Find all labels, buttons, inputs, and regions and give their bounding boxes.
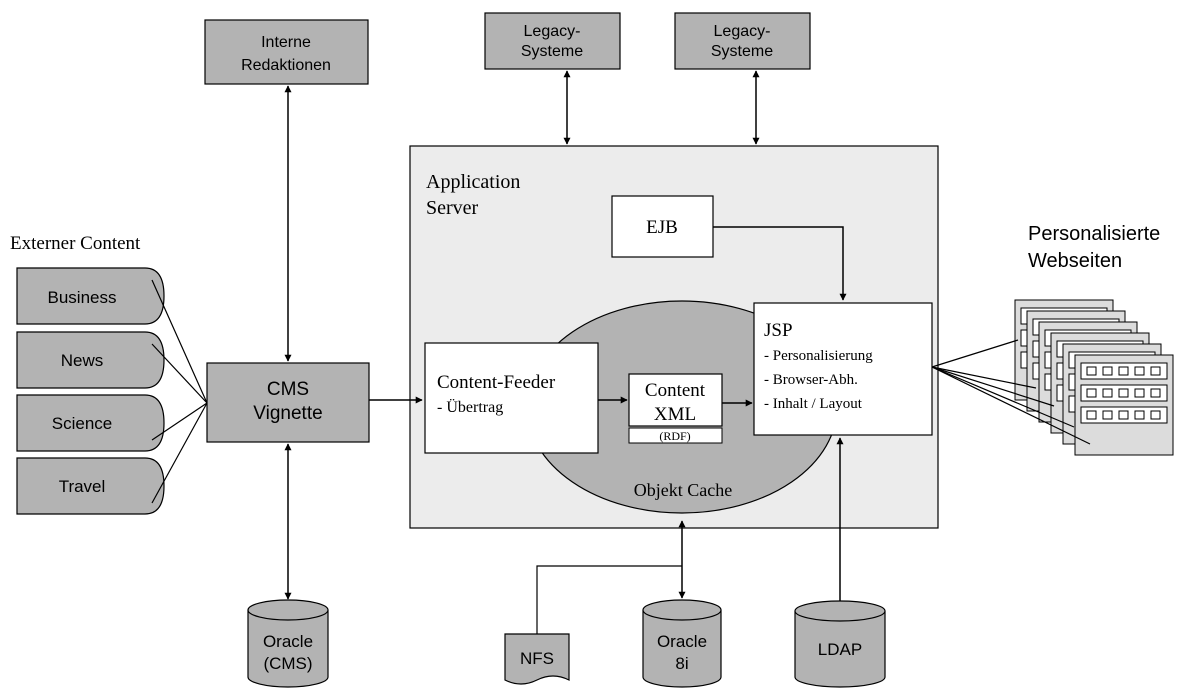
jsp-item-2: - Browser-Abh. — [764, 372, 858, 388]
webpage-stack-icon — [1014, 299, 1174, 456]
oracle8i-line2: 8i — [675, 654, 688, 673]
source-connector-lines — [151, 279, 208, 504]
oracle-cms-line1: Oracle — [263, 632, 313, 651]
source-travel-label: Travel — [59, 477, 106, 496]
oracle8i-line1: Oracle — [657, 632, 707, 651]
rdf-label: (RDF) — [659, 429, 690, 443]
jsp-box — [753, 302, 933, 436]
source-business-label: Business — [48, 288, 117, 307]
webpage-connector-lines — [931, 339, 1091, 445]
source-news-label: News — [61, 351, 104, 370]
source-business — [16, 267, 165, 325]
oracle-cms-line2: (CMS) — [263, 654, 312, 673]
nfs-label: NFS — [520, 649, 554, 668]
source-travel — [16, 457, 165, 515]
content-xml-line1: Content — [645, 380, 706, 401]
legacy-system-box-1 — [484, 12, 621, 70]
content-xml-line2: XML — [654, 404, 696, 425]
cms-vignette-line1: CMS — [267, 379, 309, 400]
legacy-system-label-2a: Legacy- — [714, 23, 771, 40]
interne-redaktionen-line1: Interne — [261, 34, 311, 51]
application-server-label: Application — [426, 171, 520, 193]
externer-content-title: Externer Content — [10, 233, 141, 254]
content-feeder-title: Content-Feeder — [437, 372, 556, 393]
legacy-system-label-2b: Systeme — [711, 43, 773, 60]
legacy-system-label-1a: Legacy- — [524, 23, 581, 40]
source-science — [16, 394, 165, 452]
rdf-box — [628, 427, 723, 444]
ejb-label: EJB — [646, 217, 678, 238]
webpage-sheet — [1074, 354, 1174, 456]
cms-vignette-box — [206, 362, 370, 443]
webseiten-title-line2: Webseiten — [1028, 250, 1122, 272]
application-server-label-2: Server — [426, 197, 479, 219]
ldap-label: LDAP — [818, 640, 862, 659]
ldap-cylinder — [794, 600, 886, 688]
content-xml-box — [628, 373, 723, 427]
nfs-document — [504, 633, 570, 685]
content-feeder-box — [424, 342, 599, 454]
cms-vignette-line2: Vignette — [253, 403, 322, 424]
legacy-system-label-1b: Systeme — [521, 43, 583, 60]
interne-redaktionen-box — [204, 19, 369, 85]
legacy-system-box-2 — [674, 12, 811, 70]
source-science-label: Science — [52, 414, 112, 433]
oracle8i-cylinder — [642, 599, 722, 688]
jsp-item-3: - Inhalt / Layout — [764, 396, 863, 412]
ejb-box — [611, 195, 714, 258]
interne-redaktionen-line2: Redaktionen — [241, 57, 331, 74]
source-news — [16, 331, 165, 389]
objekt-cache-label: Objekt Cache — [634, 480, 732, 500]
oracle-cms-cylinder — [247, 599, 329, 688]
jsp-title: JSP — [764, 320, 793, 341]
webseiten-title-line1: Personalisierte — [1028, 223, 1160, 245]
content-feeder-sub: - Übertrag — [437, 398, 503, 416]
jsp-item-1: - Personalisierung — [764, 348, 873, 364]
ejb-jsp-arrow — [713, 226, 847, 301]
nfs-connector — [536, 565, 682, 634]
